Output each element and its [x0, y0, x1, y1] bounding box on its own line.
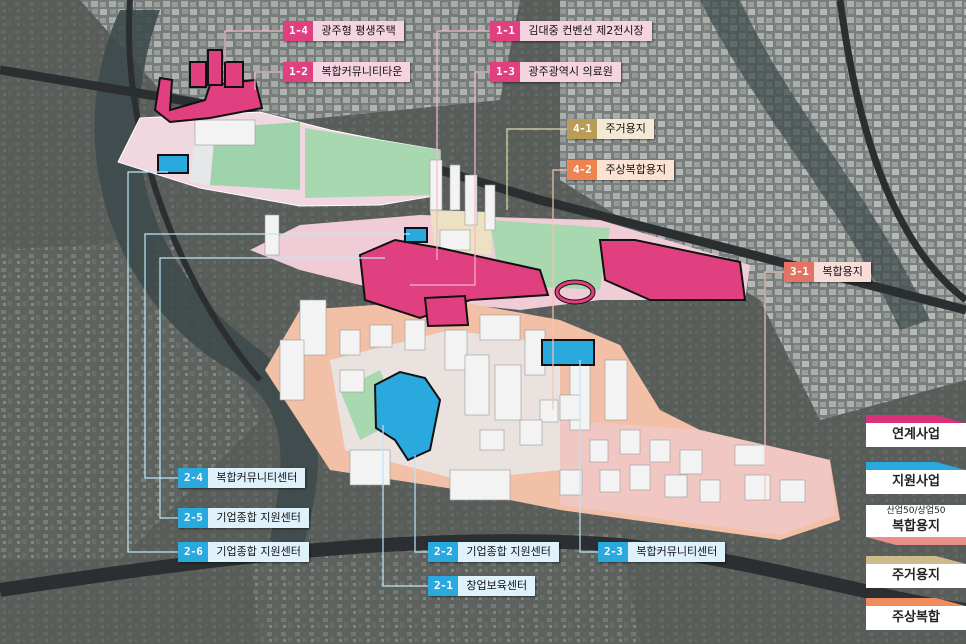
buildings: [194, 119, 806, 503]
legend-item-mixed: 산업50/상업50 복합용지: [866, 505, 966, 545]
legend-label: 주상복합: [866, 606, 966, 630]
label-code: 4-2: [567, 160, 598, 180]
leader-lines: [127, 30, 784, 587]
label-code: 3-1: [784, 262, 815, 282]
label-code: 2-2: [428, 542, 459, 562]
label-text: 김대중 컨벤션 제2전시장: [520, 21, 652, 41]
label-text: 기업종합 지원센터: [458, 542, 559, 562]
label-code: 1-2: [283, 62, 314, 82]
legend-swatch: [866, 598, 966, 606]
label-code: 2-4: [178, 468, 209, 488]
legend-label: 지원사업: [866, 470, 966, 494]
legend-item-support: 지원사업: [866, 462, 966, 494]
legend-label: 주거용지: [866, 564, 966, 588]
legend-item-residential: 주거용지: [866, 556, 966, 588]
support-project-buildings: [157, 154, 595, 462]
legend-label: 복합용지: [866, 517, 966, 537]
legend-swatch: [866, 537, 966, 545]
label-text: 광주광역시 의료원: [520, 62, 621, 82]
label-text: 주상복합용지: [597, 160, 675, 180]
label-text: 복합커뮤니티센터: [628, 542, 726, 562]
label-text: 창업보육센터: [458, 576, 536, 596]
label-code: 2-6: [178, 542, 209, 562]
label-code: 4-1: [567, 119, 598, 139]
label-text: 주거용지: [597, 119, 654, 139]
legend-swatch: [866, 415, 966, 423]
label-text: 기업종합 지원센터: [208, 542, 309, 562]
linked-project-buildings: [153, 49, 747, 328]
legend-sublabel: 산업50/상업50: [866, 505, 966, 517]
label-code: 1-1: [490, 21, 521, 41]
label-text: 기업종합 지원센터: [208, 508, 309, 528]
legend-swatch: [866, 556, 966, 564]
legend-label: 연계사업: [866, 423, 966, 447]
river: [94, 10, 318, 560]
legend-item-linked: 연계사업: [866, 415, 966, 447]
label-code: 2-3: [598, 542, 629, 562]
label-text: 복합용지: [814, 262, 871, 282]
legend-item-commercial-residential: 주상복합: [866, 598, 966, 630]
label-text: 광주형 평생주택: [313, 21, 404, 41]
label-text: 복합커뮤니티타운: [313, 62, 411, 82]
label-code: 2-1: [428, 576, 459, 596]
label-code: 1-3: [490, 62, 521, 82]
label-code: 2-5: [178, 508, 209, 528]
legend-swatch: [866, 462, 966, 470]
label-code: 1-4: [283, 21, 314, 41]
label-text: 복합커뮤니티센터: [208, 468, 306, 488]
